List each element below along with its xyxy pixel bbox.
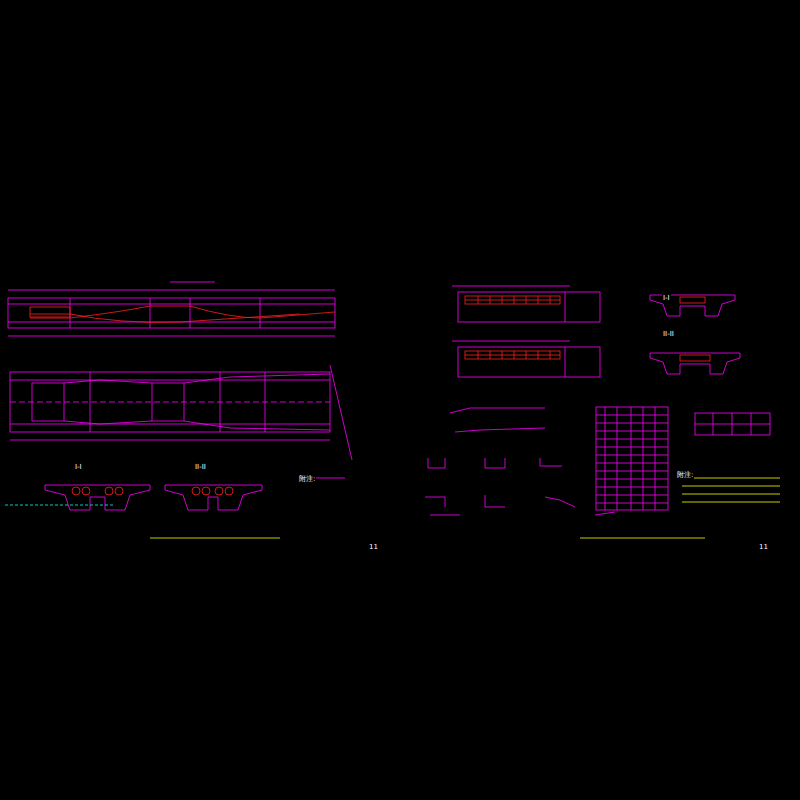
section-2-ducts xyxy=(192,487,233,495)
view-label: 附注: xyxy=(298,466,316,485)
section-2 xyxy=(165,485,262,510)
label-text: II-II xyxy=(662,330,675,338)
view-label: 11 xyxy=(758,534,769,553)
rebar-a xyxy=(465,296,560,304)
label-text: I-I xyxy=(662,294,671,302)
rebar-shapes xyxy=(425,408,615,515)
section-r2-bars xyxy=(680,355,710,361)
view-label: II-II xyxy=(194,454,207,473)
label-text: I-I xyxy=(74,463,83,471)
view-label: 11 xyxy=(368,534,379,553)
label-text: 11 xyxy=(758,543,769,551)
view-label: I-I xyxy=(74,454,83,473)
elevation-b xyxy=(452,341,600,377)
section-1 xyxy=(45,485,150,510)
steel-table xyxy=(596,407,668,510)
view-label: II-II xyxy=(662,321,675,340)
title-line xyxy=(150,538,280,539)
section-1-ducts xyxy=(72,487,123,495)
rebar-b xyxy=(465,351,560,359)
summary-table xyxy=(695,413,770,435)
view-label: 附注: xyxy=(676,462,694,481)
view-label: I-I xyxy=(662,285,671,304)
plan xyxy=(10,365,352,460)
label-text: 附注: xyxy=(298,475,316,483)
dim-line xyxy=(5,505,115,506)
elevation xyxy=(8,282,335,336)
tendon xyxy=(30,306,335,322)
elevation-a xyxy=(452,286,600,322)
section-r2 xyxy=(650,353,740,374)
label-text: 附注: xyxy=(676,471,694,479)
label-text: II-II xyxy=(194,463,207,471)
centerline xyxy=(10,402,330,403)
label-text: 11 xyxy=(368,543,379,551)
note-lines xyxy=(580,478,780,538)
section-r1-bars xyxy=(680,297,705,303)
section-r1 xyxy=(650,295,735,316)
